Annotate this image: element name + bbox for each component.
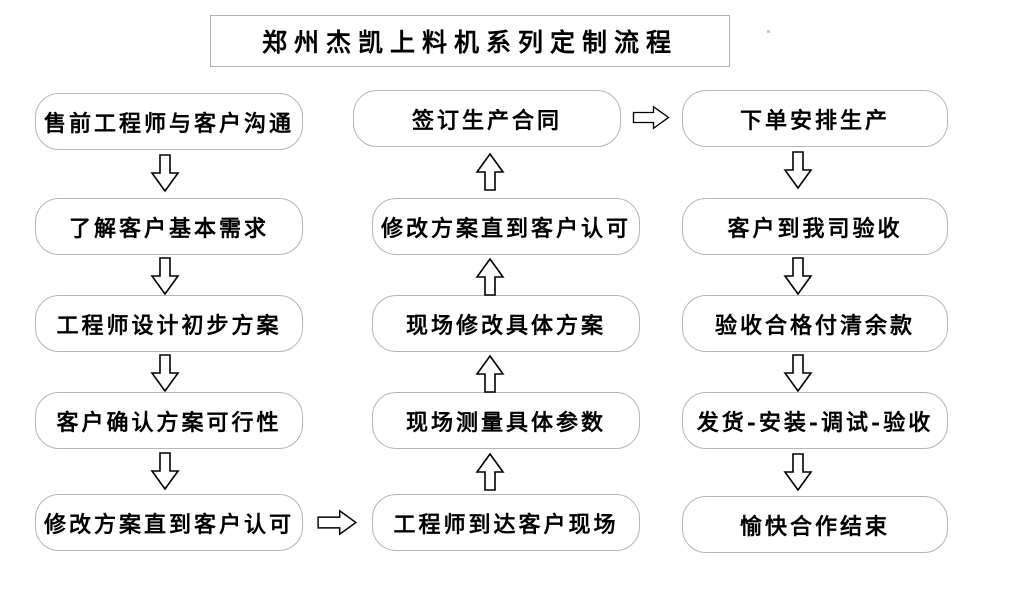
flow-node-label: 客户确认方案可行性 [56, 409, 282, 436]
flow-node-onsite-measure-parameters: 现场测量具体参数 [372, 392, 640, 449]
flow-node-label: 现场测量具体参数 [405, 409, 606, 436]
down-arrow-icon [783, 452, 813, 492]
down-arrow-icon [783, 353, 813, 393]
flow-node-label: 工程师到达客户现场 [393, 511, 619, 538]
flow-node-presales-communication: 售前工程师与客户沟通 [35, 93, 303, 150]
flow-node-label: 现场修改具体方案 [405, 312, 606, 339]
up-arrow-icon [475, 452, 505, 492]
flow-node-happy-cooperation-end: 愉快合作结束 [682, 496, 948, 553]
up-arrow-icon [475, 354, 505, 394]
flow-node-onsite-modify-plan: 现场修改具体方案 [372, 295, 640, 352]
speck-artifact [767, 30, 770, 33]
diagram-title: 郑州杰凯上料机系列定制流程 [261, 28, 678, 57]
diagram-title-box: 郑州杰凯上料机系列定制流程 [210, 15, 730, 67]
flow-node-pay-balance: 验收合格付清余款 [682, 295, 948, 352]
flow-node-label: 下单安排生产 [739, 107, 890, 134]
flow-node-label: 了解客户基本需求 [68, 215, 269, 242]
down-arrow-icon [150, 451, 180, 491]
flow-node-label: 愉快合作结束 [739, 513, 890, 540]
up-arrow-icon [475, 152, 505, 192]
flow-node-label: 售前工程师与客户沟通 [43, 110, 294, 137]
flow-node-revise-until-approved-2: 修改方案直到客户认可 [372, 198, 640, 255]
flow-node-label: 工程师设计初步方案 [56, 312, 282, 339]
flow-node-customer-confirms-feasibility: 客户确认方案可行性 [35, 392, 303, 449]
down-arrow-icon [783, 256, 813, 296]
flow-node-ship-install-debug-accept: 发货-安装-调试-验收 [682, 392, 948, 449]
down-arrow-icon [150, 353, 180, 393]
flow-node-order-production: 下单安排生产 [682, 90, 948, 147]
flow-node-revise-until-approved-1: 修改方案直到客户认可 [35, 494, 303, 551]
right-arrow-icon [624, 105, 678, 130]
flow-node-label: 验收合格付清余款 [714, 312, 915, 339]
flow-node-sign-contract: 签订生产合同 [353, 90, 621, 147]
flow-node-engineer-arrives-onsite: 工程师到达客户现场 [372, 494, 640, 551]
down-arrow-icon [783, 150, 813, 190]
flow-node-label: 客户到我司验收 [727, 215, 903, 242]
up-arrow-icon [475, 257, 505, 297]
right-arrow-icon [316, 509, 358, 536]
down-arrow-icon [150, 256, 180, 296]
flow-node-customer-inspection: 客户到我司验收 [682, 198, 948, 255]
flow-node-label: 发货-安装-调试-验收 [696, 409, 934, 436]
flow-node-understand-needs: 了解客户基本需求 [35, 198, 303, 255]
down-arrow-icon [150, 153, 180, 193]
flow-node-label: 修改方案直到客户认可 [380, 215, 631, 242]
flow-node-label: 签订生产合同 [411, 107, 562, 134]
flow-node-engineer-initial-design: 工程师设计初步方案 [35, 295, 303, 352]
flow-node-label: 修改方案直到客户认可 [43, 511, 294, 538]
